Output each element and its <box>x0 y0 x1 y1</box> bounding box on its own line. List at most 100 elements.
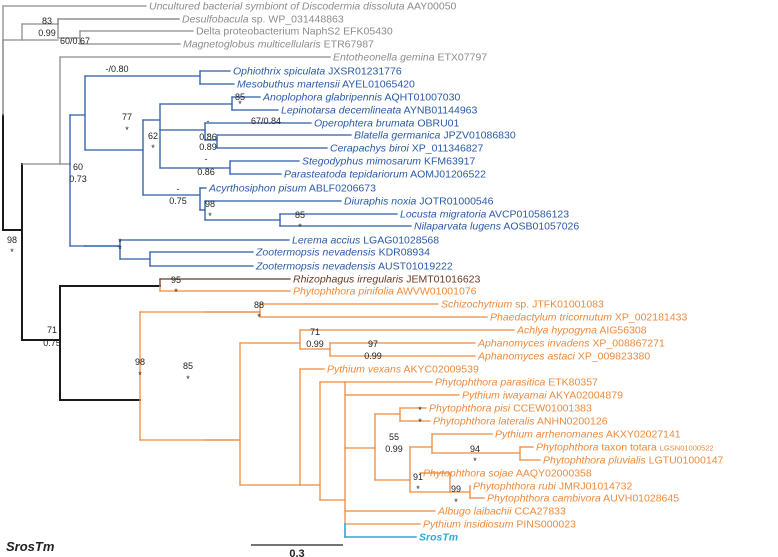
accession: JPZV01086830 <box>443 130 516 142</box>
taxon-name: Pythium insidiosum <box>423 519 514 531</box>
tip-label: Albugo laibachii CCA27833 <box>437 506 566 518</box>
tip-label: Mesobuthus martensii AYEL01065420 <box>237 79 415 91</box>
accession: AUVH01028645 <box>603 493 679 505</box>
taxon-name: Lepinotarsa decemlineata <box>281 105 401 117</box>
taxon-name: Aphanomyces invadens <box>477 338 590 350</box>
tip-label: Lepinotarsa decemlineata AYNB01144963 <box>281 105 478 117</box>
support-value: 97 <box>368 339 378 349</box>
support-value: 60/0.67 <box>60 36 90 46</box>
tip-label: Pythium arrhenomanes AKXY02027141 <box>495 429 681 441</box>
tip-label: Desulfobacula sp. WP_031448863 <box>182 14 344 26</box>
support-value: * <box>238 99 242 109</box>
accession: JEMT01016623 <box>406 274 480 286</box>
tip-label: Phytophthora pluvialis LGTU01000147 <box>543 455 724 467</box>
tip-label: Acyrthosiphon pisum ABLF0206673 <box>208 183 376 195</box>
taxon-name: Phytophthora <box>536 442 599 454</box>
taxon-name: Mesobuthus martensii <box>237 79 340 91</box>
tip-label: Entotheonella gemina ETX07797 <box>333 52 487 64</box>
accession: AAQY02000358 <box>516 468 592 480</box>
accession: KDR08934 <box>379 247 431 259</box>
support-value: 77 <box>122 112 132 122</box>
support-value: 0.86 <box>197 167 215 177</box>
support-value: 98 <box>205 199 215 209</box>
accession: KFM63917 <box>424 156 476 168</box>
tip-label: Operophtera brumata OBRU01 <box>314 118 460 130</box>
support-value: 60 <box>73 162 83 172</box>
accession: XP_009823380 <box>578 351 651 363</box>
tip-label: Cerapachys biroi XP_011346827 <box>330 143 484 155</box>
support-value: -/0.80 <box>105 64 128 74</box>
accession: LGTU01000147 <box>649 455 724 467</box>
support-value: * <box>298 222 302 232</box>
taxon-name: Acyrthosiphon pisum <box>208 183 307 195</box>
taxon-name: Albugo laibachii <box>437 506 512 518</box>
taxon-qualifier: taxon totara <box>598 442 657 454</box>
support-value: 67/0.84 <box>251 116 281 126</box>
support-value: * <box>416 484 420 494</box>
taxon-name: Aphanomyces astaci <box>477 351 576 363</box>
accession: ETK80357 <box>548 377 598 389</box>
accession: AWVW01001076 <box>396 286 476 298</box>
tip-label: Blatella germanica JPZV01086830 <box>354 130 516 142</box>
taxon-name: Phytophthora rubi <box>473 481 557 493</box>
support-value: * <box>454 497 458 507</box>
support-value: 0.75 <box>169 196 187 206</box>
accession: LGAG01028568 <box>363 235 439 247</box>
taxon-name: Rhizophagus irregularis <box>293 274 404 286</box>
taxon-name: Phytophthora pinifolia <box>293 286 394 298</box>
accession: AYNB01144963 <box>404 105 478 117</box>
taxon-name: Nilaparvata lugens <box>414 221 502 233</box>
support-value: * <box>151 143 155 153</box>
accession: EFK05430 <box>343 26 393 38</box>
tip-label: Anoplophora glabripennis AQHT01007030 <box>262 92 460 104</box>
support-value: - <box>207 116 210 126</box>
accession: WP_031448863 <box>268 14 343 26</box>
accession: XP_008867271 <box>592 338 665 350</box>
taxon-name: Delta proteobacterium NaphS2 <box>196 26 340 38</box>
tip-label: Nilaparvata lugens AOSB01057026 <box>414 221 579 233</box>
taxon-name: Operophtera brumata <box>314 118 415 130</box>
accession: JTFK01001083 <box>532 299 604 311</box>
support-value: 0.99 <box>38 28 56 38</box>
taxon-name: Pythium vexans <box>327 364 402 376</box>
taxon-name: Achlya hypogyna <box>516 325 597 337</box>
support-value: 0.89 <box>199 142 217 152</box>
accession: JMRJ01014732 <box>559 481 633 493</box>
support-value: * <box>125 125 129 135</box>
tip-label: Diuraphis noxia JOTR01000546 <box>344 196 494 208</box>
tip-labels: Uncultured bacterial symbiont of Discode… <box>149 1 724 544</box>
support-value: * <box>418 405 422 415</box>
tip-label: Phytophthora sojae AAQY02000358 <box>423 468 592 480</box>
accession: PINS000023 <box>516 519 576 531</box>
support-value: * <box>138 370 142 380</box>
accession: AUST01019222 <box>378 261 453 273</box>
support-value: * <box>257 312 261 322</box>
tip-label: Pythium vexans AKYC02009539 <box>327 364 479 376</box>
taxon-name: SrosTm <box>419 532 458 544</box>
taxon-name: Phytophthora parasitica <box>435 377 545 389</box>
support-value: * <box>118 237 122 247</box>
accession: XP_002181433 <box>615 312 688 324</box>
support-value: 98 <box>135 357 145 367</box>
accession: ANHN0200126 <box>537 416 608 428</box>
accession: AIG56308 <box>599 325 646 337</box>
support-value: * <box>208 211 212 221</box>
support-value: - <box>205 154 208 164</box>
support-value: * <box>10 247 14 257</box>
tip-label: Phytophthora pisi CCEW01001383 <box>429 403 592 415</box>
accession: JOTR01000546 <box>419 196 493 208</box>
support-value: * <box>118 244 122 254</box>
accession: AKYC02009539 <box>403 364 478 376</box>
taxon-qualifier: sp. <box>249 14 266 26</box>
tip-label: Achlya hypogyna AIG56308 <box>516 325 647 337</box>
support-value: * <box>473 456 477 466</box>
tip-label: Uncultured bacterial symbiont of Discode… <box>149 1 457 13</box>
taxon-name: Phytophthora lateralis <box>433 416 535 428</box>
scale-bar-label: 0.3 <box>289 548 304 557</box>
taxon-name: Pythium arrhenomanes <box>495 429 604 441</box>
taxon-name: Magnetoglobus multicellularis <box>183 39 321 51</box>
tree-branches <box>2 5 541 538</box>
tip-label: Aphanomyces invadens XP_008867271 <box>477 338 665 350</box>
support-value: 71 <box>310 327 320 337</box>
